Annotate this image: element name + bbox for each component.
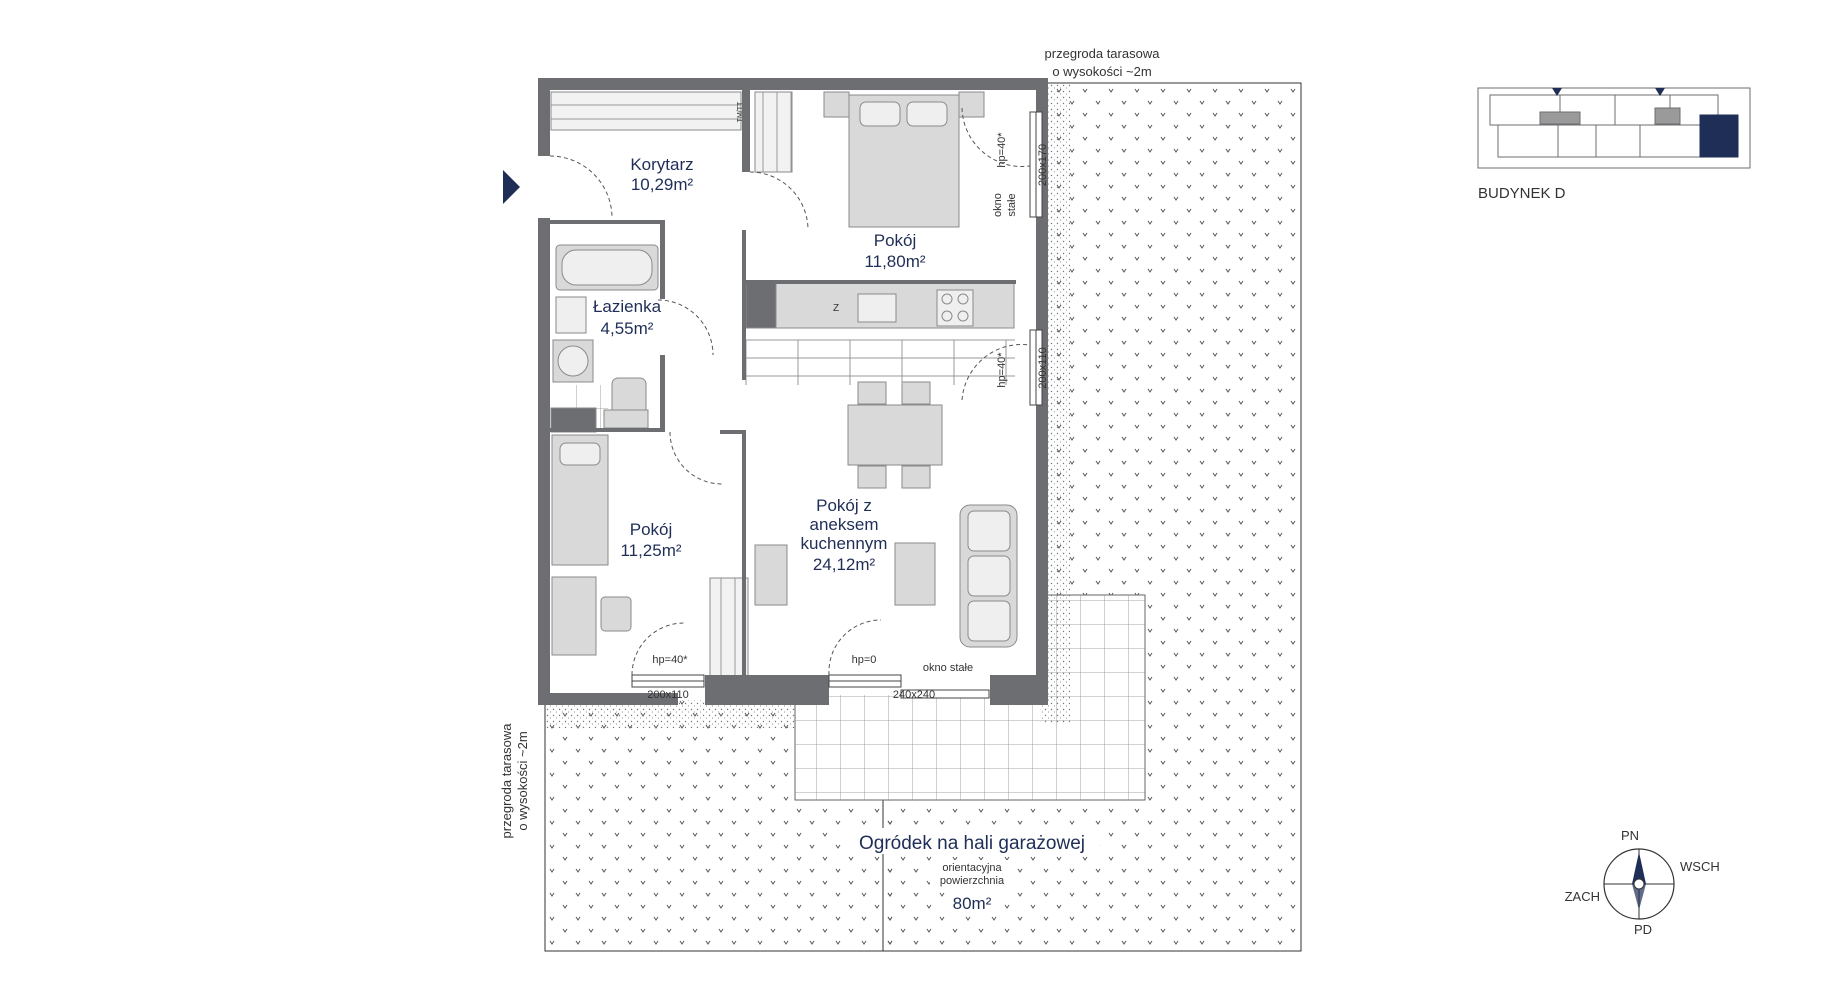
room-area-lazienka: 4,55m²: [601, 319, 654, 338]
garden-note-1: orientacyjna: [942, 862, 1002, 874]
door-swings: [549, 107, 1031, 676]
compass-east: WSCH: [1680, 859, 1720, 874]
desk: [551, 576, 597, 656]
window-east-lower-hp: hp=40*: [996, 352, 1008, 388]
window-south-right-hp: hp=0: [852, 654, 877, 666]
window-east-upper-hp: hp=40*: [996, 132, 1008, 168]
room-name-living-1: Pokój z: [816, 496, 872, 515]
building-key-plan: [1477, 87, 1751, 169]
kitchen-floor-hatch: [745, 339, 1015, 385]
compass: [1603, 848, 1675, 920]
walls: [538, 78, 1048, 705]
cooktop: [936, 289, 974, 327]
window-east-upper-note-1: okno: [992, 193, 1004, 217]
room-area-living: 24,12m²: [813, 555, 876, 574]
partition-top-line-2: o wysokości ~2m: [1052, 64, 1151, 79]
dining-table: [847, 404, 943, 466]
room-name-bedroom-1: Pokój: [874, 231, 917, 250]
garden-note-2: powierzchnia: [940, 875, 1005, 887]
window-east-upper-size: 200x170: [1037, 144, 1049, 186]
entrance-arrow-icon: [503, 170, 520, 204]
window-east-upper-note-2: stałe: [1006, 193, 1018, 216]
room-name-bedroom-2: Pokój: [630, 520, 673, 539]
bathroom-sink: [555, 296, 587, 334]
compass-west: ZACH: [1565, 889, 1600, 904]
partition-left-line-2: o wysokości ~2m: [515, 731, 530, 830]
room-area-bedroom-2: 11,25m²: [620, 541, 681, 560]
furniture: [550, 91, 1018, 677]
room-name-korytarz: Korytarz: [630, 155, 693, 174]
window-south-left-hp: hp=40*: [652, 654, 688, 666]
compass-north: PN: [1621, 828, 1639, 843]
window-south-left-size: 200x110: [647, 689, 688, 701]
desk-chair: [600, 596, 632, 632]
garden-title: Ogródek na hali garażowej: [859, 833, 1085, 854]
window-south-right-size: 240x240: [893, 689, 935, 701]
compass-needle-icon: [1632, 852, 1646, 884]
room-name-living-3: kuchennym: [801, 534, 888, 553]
room-area-bedroom-1: 11,80m²: [864, 252, 925, 271]
partition-left-line-1: przegroda tarasowa: [499, 723, 514, 839]
room-name-lazienka: Łazienka: [593, 297, 662, 316]
building-label: BUDYNEK D: [1478, 185, 1566, 202]
window-east-lower-size: 200x110: [1037, 347, 1049, 388]
windows: [631, 111, 1043, 699]
partition-top-line-1: przegroda tarasowa: [1045, 46, 1161, 61]
tv-unit: [754, 544, 788, 606]
wardrobe-tag: TM/TT: [737, 101, 744, 122]
room-name-living-2: aneksem: [810, 515, 879, 534]
hall-cabinet: [754, 91, 793, 173]
garden-area-value: 80m²: [953, 894, 992, 913]
hall-wardrobe: [550, 91, 742, 131]
window-fixed-note: okno stałe: [923, 662, 973, 674]
compass-south: PD: [1634, 922, 1652, 937]
kitchen-sink: [857, 293, 897, 323]
sink-letter: Z: [833, 303, 839, 314]
room-area-korytarz: 10,29m²: [631, 175, 694, 194]
coffee-table: [894, 542, 936, 606]
